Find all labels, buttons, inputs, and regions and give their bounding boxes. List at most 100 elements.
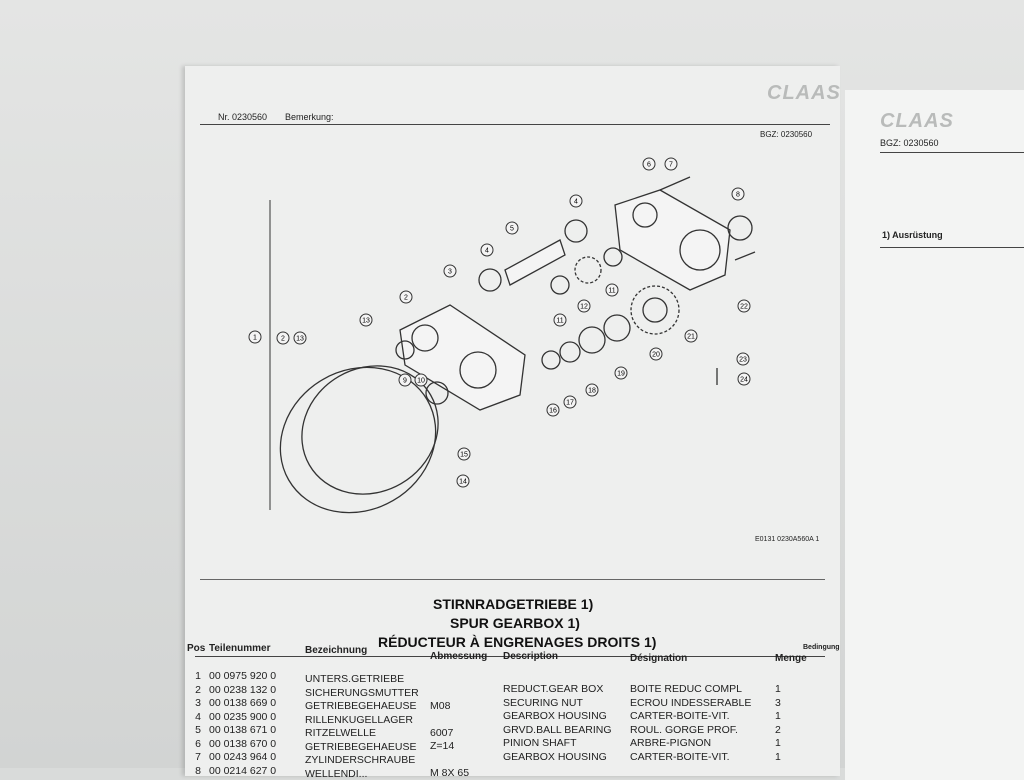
table-cell: REDUCT.GEAR BOX [503,683,604,695]
table-cell: 6007 [430,726,454,739]
title-en: SPUR GEARBOX 1) [450,615,580,631]
callout-21: 21 [684,329,698,343]
gearbox-housing-right [614,189,731,291]
svg-text:1: 1 [253,335,257,342]
claas-logo: CLAAS [880,110,954,132]
table-cell: CARTER-BOITE-VIT. [630,710,730,722]
svg-text:4: 4 [574,199,578,206]
table-cell: WELLENDI... [305,767,368,780]
table-cell: CARTER-BOITE-VIT. [630,750,730,763]
callout-12: 12 [577,299,591,313]
table-cell: ARBRE-PIGNON [630,737,712,749]
svg-text:7: 7 [669,162,673,169]
callout-15: 15 [457,447,471,461]
svg-text:2: 2 [281,336,285,343]
table-cell: RILLENKUGELLAGER [305,713,413,726]
callout-8: 8 [731,187,745,201]
table-cell: UNTERS.GETRIEBE [305,673,405,685]
svg-text:9: 9 [403,378,407,385]
callout-11: 11 [553,313,567,327]
figure-id: E0131 0230A560A 1 [755,536,820,543]
table-cell: 00 0243 964 0 [209,751,277,763]
svg-text:8: 8 [736,192,740,199]
svg-text:21: 21 [687,334,695,341]
table-cell: 1 [775,710,781,722]
svg-text:11: 11 [556,318,563,325]
column-header: Bezeichnung [305,645,368,656]
table-cell: ECROU INDESSERABLE [630,696,752,709]
table-cell: 7 [195,751,201,763]
column-header: Menge [775,653,807,664]
callout-4: 4 [569,194,583,208]
title-de: STIRNRADGETRIEBE 1) [433,596,594,612]
svg-text:24: 24 [740,377,748,384]
svg-text:18: 18 [588,388,596,395]
svg-text:4: 4 [485,248,489,255]
table-cell: GRVD.BALL BEARING [503,723,612,736]
column-header: Bedingung [803,644,840,651]
document-number: Nr. 0230560 [218,112,268,122]
column-header: Désignation [630,653,688,664]
svg-text:3: 3 [448,269,452,276]
svg-text:16: 16 [549,408,557,415]
svg-text:11: 11 [608,288,615,295]
table-cell: 1 [775,683,781,695]
callout-3: 3 [443,264,457,278]
svg-text:15: 15 [460,452,468,459]
svg-text:17: 17 [566,400,574,407]
svg-text:5: 5 [510,226,514,233]
table-cell: 00 0138 670 0 [209,737,277,750]
callout-7: 7 [664,157,678,171]
table-cell: 00 0975 920 0 [209,670,277,682]
svg-text:20: 20 [652,352,660,359]
callout-4: 4 [480,243,494,257]
svg-text:14: 14 [459,479,467,486]
bgz-number: BGZ: 0230560 [760,130,813,139]
table-cell: SECURING NUT [503,696,583,709]
column-header: Abmessung [430,651,488,662]
table-cell: GEARBOX HOUSING [503,710,607,722]
callout-1: 1 [248,330,262,344]
section-label: 1) Ausrüstung [882,230,943,240]
table-cell: 6 [195,737,201,750]
table-cell: M08 [430,699,451,712]
title-fr: RÉDUCTEUR À ENGRENAGES DROITS 1) [378,634,657,650]
callout-16: 16 [546,403,560,417]
table-cell: RITZELWELLE [305,727,376,739]
svg-text:13: 13 [362,318,370,325]
table-cell: 00 0138 671 0 [209,724,277,736]
remark-label: Bemerkung: [285,112,334,122]
table-cell: 5 [195,724,201,736]
callout-23: 23 [736,352,750,366]
callout-2: 2 [276,331,290,345]
right-page: CLAAS BGZ: 0230560 1) Ausrüstung [845,90,1024,780]
callout-17: 17 [563,395,577,409]
table-cell: GETRIEBEGEHAEUSE [305,700,417,712]
table-cell: BOITE REDUC COMPL [630,683,743,695]
table-cell: 1 [775,737,781,749]
column-header: Pos [187,643,206,654]
table-cell: 3 [775,696,781,709]
svg-text:23: 23 [739,357,747,364]
callout-13: 13 [359,313,373,327]
table-cell: ROUL. GORGE PROF. [630,723,738,736]
table-cell: ZYLINDERSCHRAUBE [305,754,416,766]
table-cell: 00 0235 900 0 [209,710,277,723]
table-cell: 2 [775,723,781,736]
table-cell: M 8X 65 [430,767,470,779]
table-cell: GEARBOX HOUSING [503,750,607,763]
callout-24: 24 [737,372,751,386]
table-cell: 3 [195,697,201,709]
callout-13: 13 [293,331,307,345]
bgz-number: BGZ: 0230560 [880,138,939,148]
callout-6: 6 [642,157,656,171]
table-cell: PINION SHAFT [503,737,577,749]
svg-text:19: 19 [617,371,625,378]
table-cell: 1 [195,670,201,682]
table-cell: 00 0238 132 0 [209,683,277,696]
callout-2: 2 [399,290,413,304]
column-header: Description [503,651,559,662]
table-cell: Z=14 [430,740,455,752]
svg-text:12: 12 [580,304,588,311]
